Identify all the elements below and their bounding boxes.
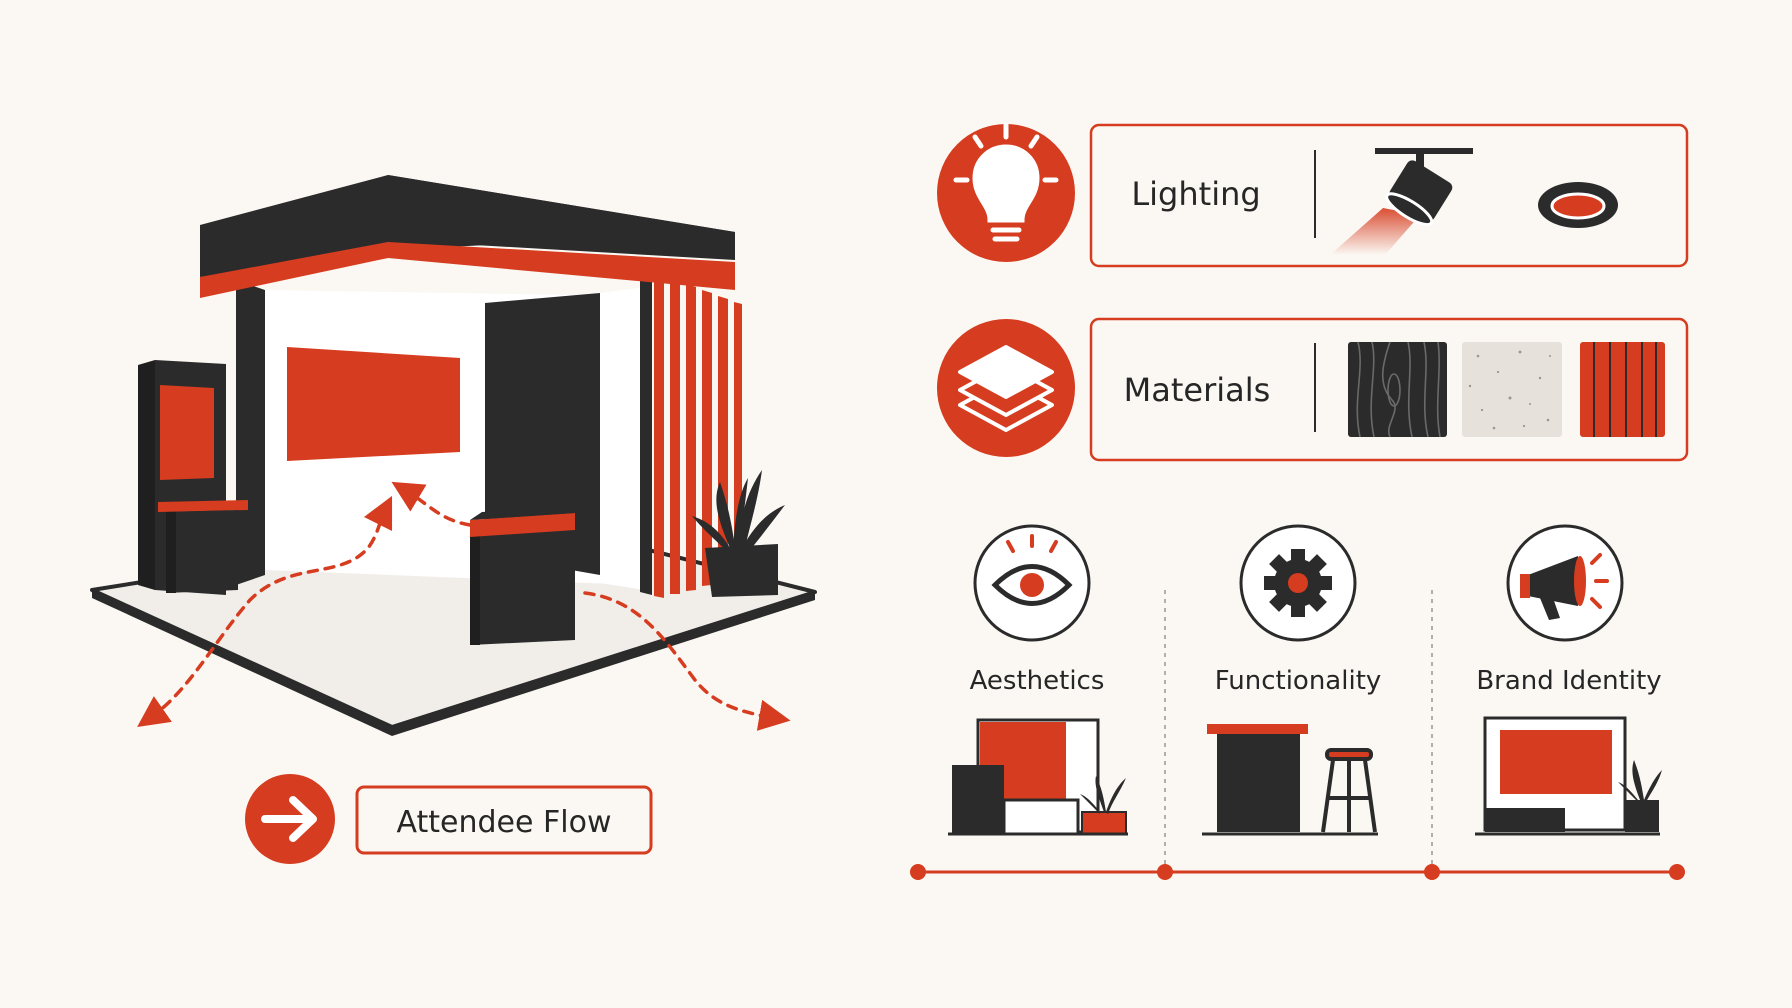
bar-stool bbox=[1321, 748, 1377, 833]
principle-label: Aesthetics bbox=[970, 666, 1105, 696]
principles-timeline bbox=[910, 864, 1685, 880]
panel-label: Lighting bbox=[1131, 175, 1260, 213]
recessed-light-icon bbox=[1538, 182, 1618, 228]
wall-display-panel bbox=[287, 347, 460, 461]
principle-label: Brand Identity bbox=[1476, 666, 1661, 696]
principles-section: Aesthetics bbox=[910, 524, 1685, 880]
side-wall-panel bbox=[485, 293, 600, 575]
principle-label: Functionality bbox=[1215, 666, 1382, 696]
materials-panel: Materials bbox=[937, 317, 1689, 462]
spotlight-icon bbox=[1330, 148, 1473, 255]
reception-counter bbox=[470, 508, 575, 645]
principle-functionality: Functionality bbox=[1202, 524, 1382, 836]
left-post bbox=[236, 280, 265, 585]
panel-label: Materials bbox=[1124, 371, 1271, 409]
attendee-flow-paths bbox=[137, 481, 791, 731]
principle-aesthetics: Aesthetics bbox=[948, 524, 1128, 836]
booth-illustration bbox=[90, 175, 817, 736]
lighting-panel: Lighting bbox=[937, 122, 1689, 268]
kiosk-totem bbox=[138, 360, 248, 595]
stone-swatch bbox=[1462, 342, 1562, 437]
slat-swatch bbox=[1580, 342, 1665, 437]
legend-label: Attendee Flow bbox=[397, 805, 612, 840]
potted-plant bbox=[692, 470, 785, 597]
principle-brand-identity: Brand Identity bbox=[1475, 524, 1662, 836]
attendee-flow-legend: Attendee Flow bbox=[245, 774, 653, 864]
booth-canopy bbox=[200, 175, 735, 298]
wood-swatch bbox=[1348, 341, 1447, 438]
vertical-slats bbox=[640, 273, 742, 598]
